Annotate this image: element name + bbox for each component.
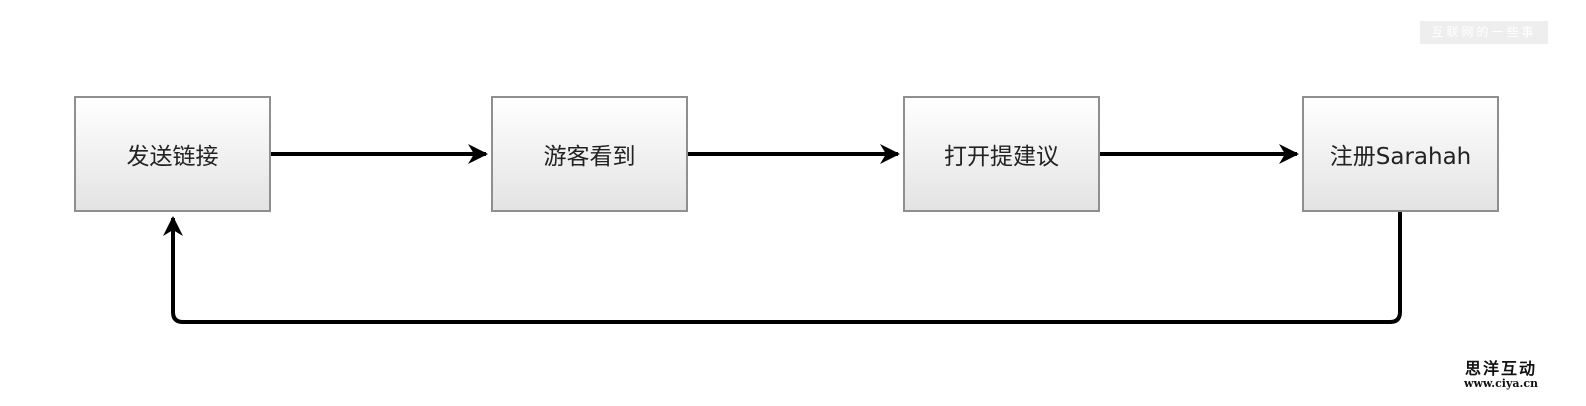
- flow-node-open-suggestion: 打开提建议: [903, 96, 1100, 212]
- flow-node-label: 游客看到: [543, 144, 636, 170]
- flow-node-label: 打开提建议: [944, 144, 1059, 170]
- brand-name: 思洋互动: [1464, 359, 1537, 378]
- brand-logo: 思洋互动 www.ciya.cn: [1456, 359, 1546, 390]
- watermark-top: 互联网的一些事: [1420, 21, 1548, 44]
- flow-node-visitor-sees: 游客看到: [491, 96, 688, 212]
- flow-node-register-sarahah: 注册Sarahah: [1302, 96, 1499, 212]
- flow-node-label: 注册Sarahah: [1329, 144, 1472, 170]
- flow-node-send-link: 发送链接: [74, 96, 271, 212]
- flow-node-label: 发送链接: [126, 144, 219, 170]
- brand-url: www.ciya.cn: [1463, 376, 1539, 390]
- arrow-register-loop-back: [163, 212, 1402, 324]
